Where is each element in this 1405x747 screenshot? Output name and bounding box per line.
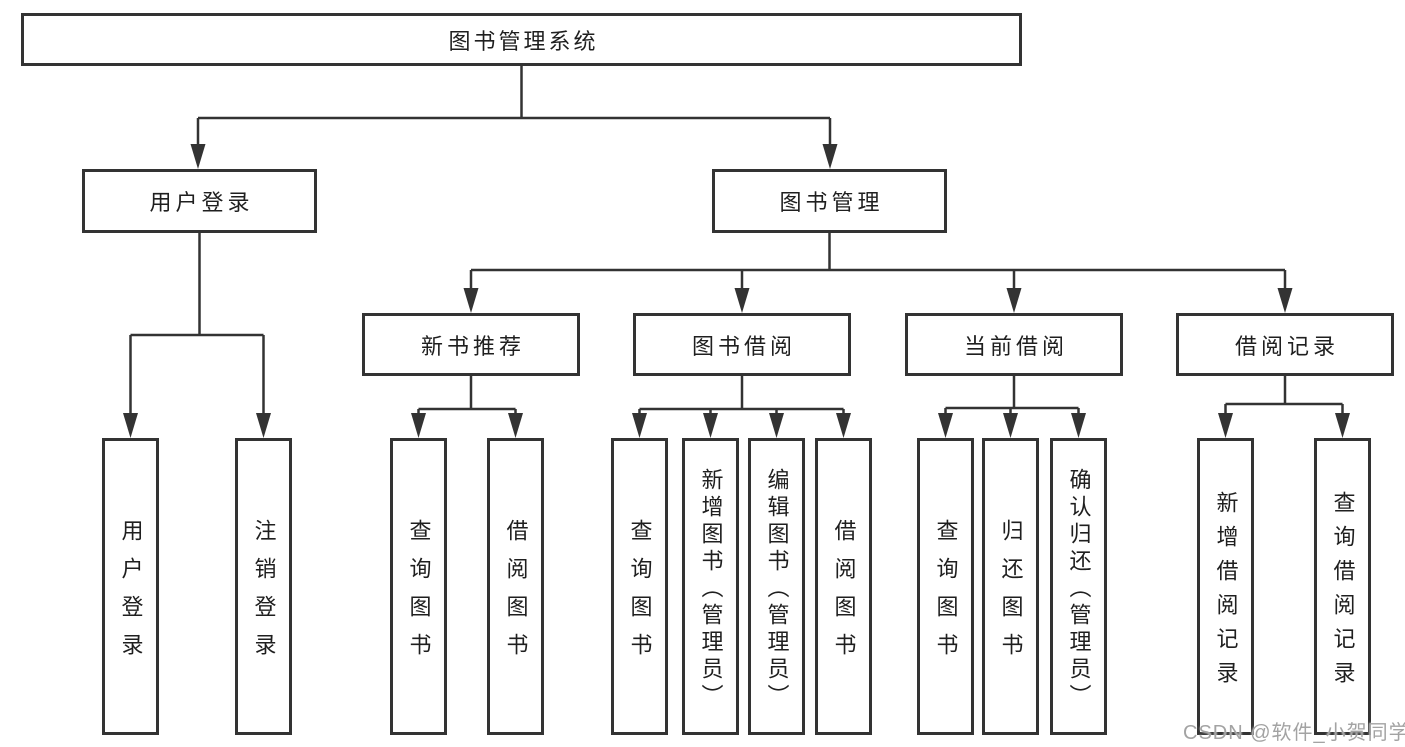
leaf-query-books-current-label: 查询图书: [933, 518, 959, 671]
leaf-add-book-admin-label: 新增图书（管理员）: [698, 467, 724, 711]
leaf-query-books-borrow-label: 查询图书: [627, 518, 653, 671]
leaf-query-books-current: 查询图书: [917, 438, 974, 735]
leaf-logout-label: 注销登录: [251, 518, 277, 671]
leaf-query-books-recommend-label: 查询图书: [406, 518, 432, 671]
leaf-borrow-books-recommend-label: 借阅图书: [503, 518, 529, 671]
node-system-label: 图书管理系统: [448, 28, 599, 54]
leaf-return-book-label: 归还图书: [998, 518, 1024, 671]
leaf-query-books-recommend: 查询图书: [390, 438, 447, 735]
leaf-borrow-books-recommend: 借阅图书: [487, 438, 544, 735]
node-current-borrow-label: 当前借阅: [963, 333, 1068, 359]
watermark: CSDN @软件_小贺同学: [1183, 722, 1405, 744]
node-current-borrow: 当前借阅: [905, 313, 1123, 376]
node-borrow-records: 借阅记录: [1176, 313, 1394, 376]
node-new-book-recommend-label: 新书推荐: [420, 333, 525, 359]
leaf-add-borrow-record: 新增借阅记录: [1197, 438, 1254, 735]
node-book-management: 图书管理: [712, 169, 947, 233]
node-user-login-label: 用户登录: [149, 190, 254, 215]
leaf-confirm-return-admin: 确认归还（管理员）: [1050, 438, 1107, 735]
leaf-user-login-label: 用户登录: [118, 518, 144, 671]
node-new-book-recommend: 新书推荐: [362, 313, 580, 376]
leaf-edit-book-admin: 编辑图书（管理员）: [748, 438, 805, 735]
node-user-login: 用户登录: [82, 169, 317, 233]
leaf-borrow-books-label: 借阅图书: [831, 518, 857, 671]
leaf-add-borrow-record-label: 新增借阅记录: [1213, 490, 1239, 695]
node-book-borrow: 图书借阅: [633, 313, 851, 376]
leaf-borrow-books: 借阅图书: [815, 438, 872, 735]
node-book-management-label: 图书管理: [779, 190, 884, 215]
leaf-return-book: 归还图书: [982, 438, 1039, 735]
leaf-confirm-return-admin-label: 确认归还（管理员）: [1066, 467, 1092, 711]
leaf-query-books-borrow: 查询图书: [611, 438, 668, 735]
leaf-user-login: 用户登录: [102, 438, 159, 735]
leaf-edit-book-admin-label: 编辑图书（管理员）: [764, 467, 790, 711]
node-borrow-records-label: 借阅记录: [1234, 333, 1339, 359]
leaf-add-book-admin: 新增图书（管理员）: [682, 438, 739, 735]
leaf-query-borrow-record-label: 查询借阅记录: [1330, 490, 1356, 695]
node-system: 图书管理系统: [21, 13, 1022, 66]
leaf-logout: 注销登录: [235, 438, 292, 735]
leaf-query-borrow-record: 查询借阅记录: [1314, 438, 1371, 735]
node-book-borrow-label: 图书借阅: [691, 333, 796, 359]
